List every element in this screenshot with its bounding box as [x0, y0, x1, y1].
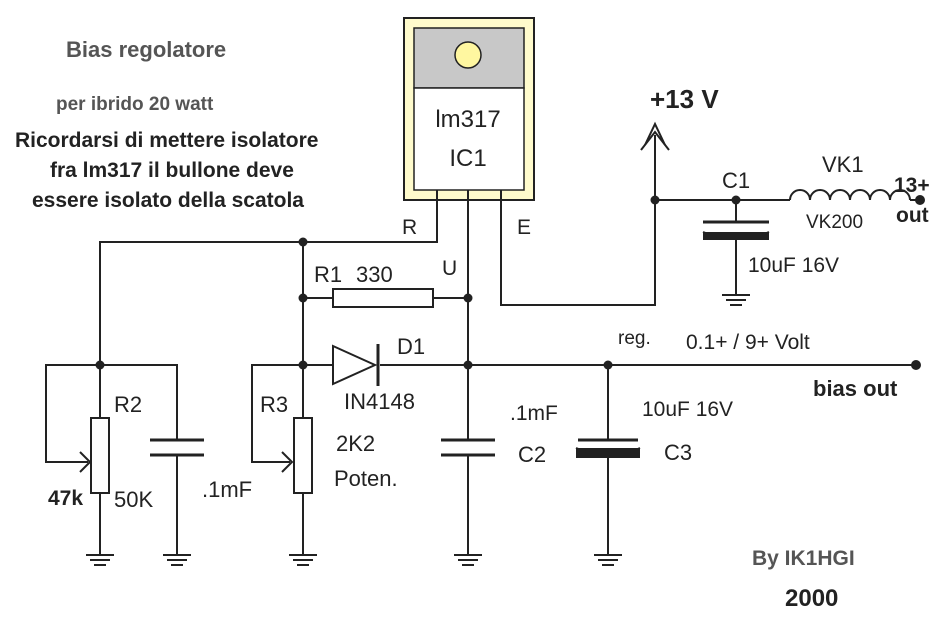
bias-out-label: bias out: [813, 376, 898, 401]
c2-ref: C2: [518, 442, 546, 467]
pin-r-label: R: [402, 216, 417, 239]
d1-value: IN4148: [344, 389, 415, 414]
vk1-inductor: [789, 189, 920, 201]
ic-lm317: lm317 IC1: [403, 17, 535, 201]
r3-potentiometer: [281, 417, 313, 494]
r2-ref: R2: [114, 392, 142, 417]
d1-diode: [332, 344, 380, 386]
r1-resistor: [332, 288, 434, 308]
subtitle: per ibrido 20 watt: [56, 94, 214, 115]
wires: [45, 121, 916, 545]
ic-ref-label: IC1: [449, 145, 486, 172]
out13-line1: 13+: [894, 174, 930, 197]
pin-u-label: U: [442, 257, 457, 280]
year-label: 2000: [785, 585, 838, 612]
vk1-ref: VK1: [822, 152, 864, 177]
note-line-3: essere isolato della scatola: [32, 189, 304, 212]
r2-value2: 50K: [114, 487, 153, 512]
ic-part-label: lm317: [435, 106, 500, 133]
c1-capacitor: [702, 220, 770, 240]
c2-value: .1mF: [510, 402, 558, 425]
c3-ref: C3: [664, 440, 692, 465]
out13-line2: out: [896, 204, 929, 227]
r2-potentiometer: [79, 417, 110, 494]
title: Bias regolatore: [66, 37, 226, 62]
supply-label: +13 V: [650, 84, 719, 114]
r3-type: Poten.: [334, 466, 398, 491]
r2-value1: 47k: [48, 487, 83, 510]
vk1-value: VK200: [806, 212, 863, 233]
c2-capacitor: [441, 438, 495, 457]
c1-value: 10uF 16V: [748, 254, 839, 277]
ic-label-area: [413, 87, 525, 191]
c3-value: 10uF 16V: [642, 398, 733, 421]
note-line-1: Ricordarsi di mettere isolatore: [15, 129, 318, 152]
reg-label: reg.: [618, 328, 651, 349]
c3-capacitor: [575, 438, 641, 458]
left-cap-value: .1mF: [202, 477, 252, 502]
r1-value: 330: [356, 262, 393, 287]
ic-mounting-hole: [454, 41, 482, 69]
r3-ref: R3: [260, 392, 288, 417]
ground-symbols: [85, 284, 751, 566]
left-capacitor: [150, 438, 204, 457]
reg-range: 0.1+ / 9+ Volt: [686, 331, 810, 354]
note-line-2: fra lm317 il bullone deve: [50, 159, 294, 182]
r3-value: 2K2: [336, 431, 375, 456]
r1-ref: R1: [314, 262, 342, 287]
author-label: By IK1HGI: [752, 547, 855, 570]
d1-ref: D1: [397, 334, 425, 359]
pin-e-label: E: [517, 216, 531, 239]
c1-ref: C1: [722, 168, 750, 193]
